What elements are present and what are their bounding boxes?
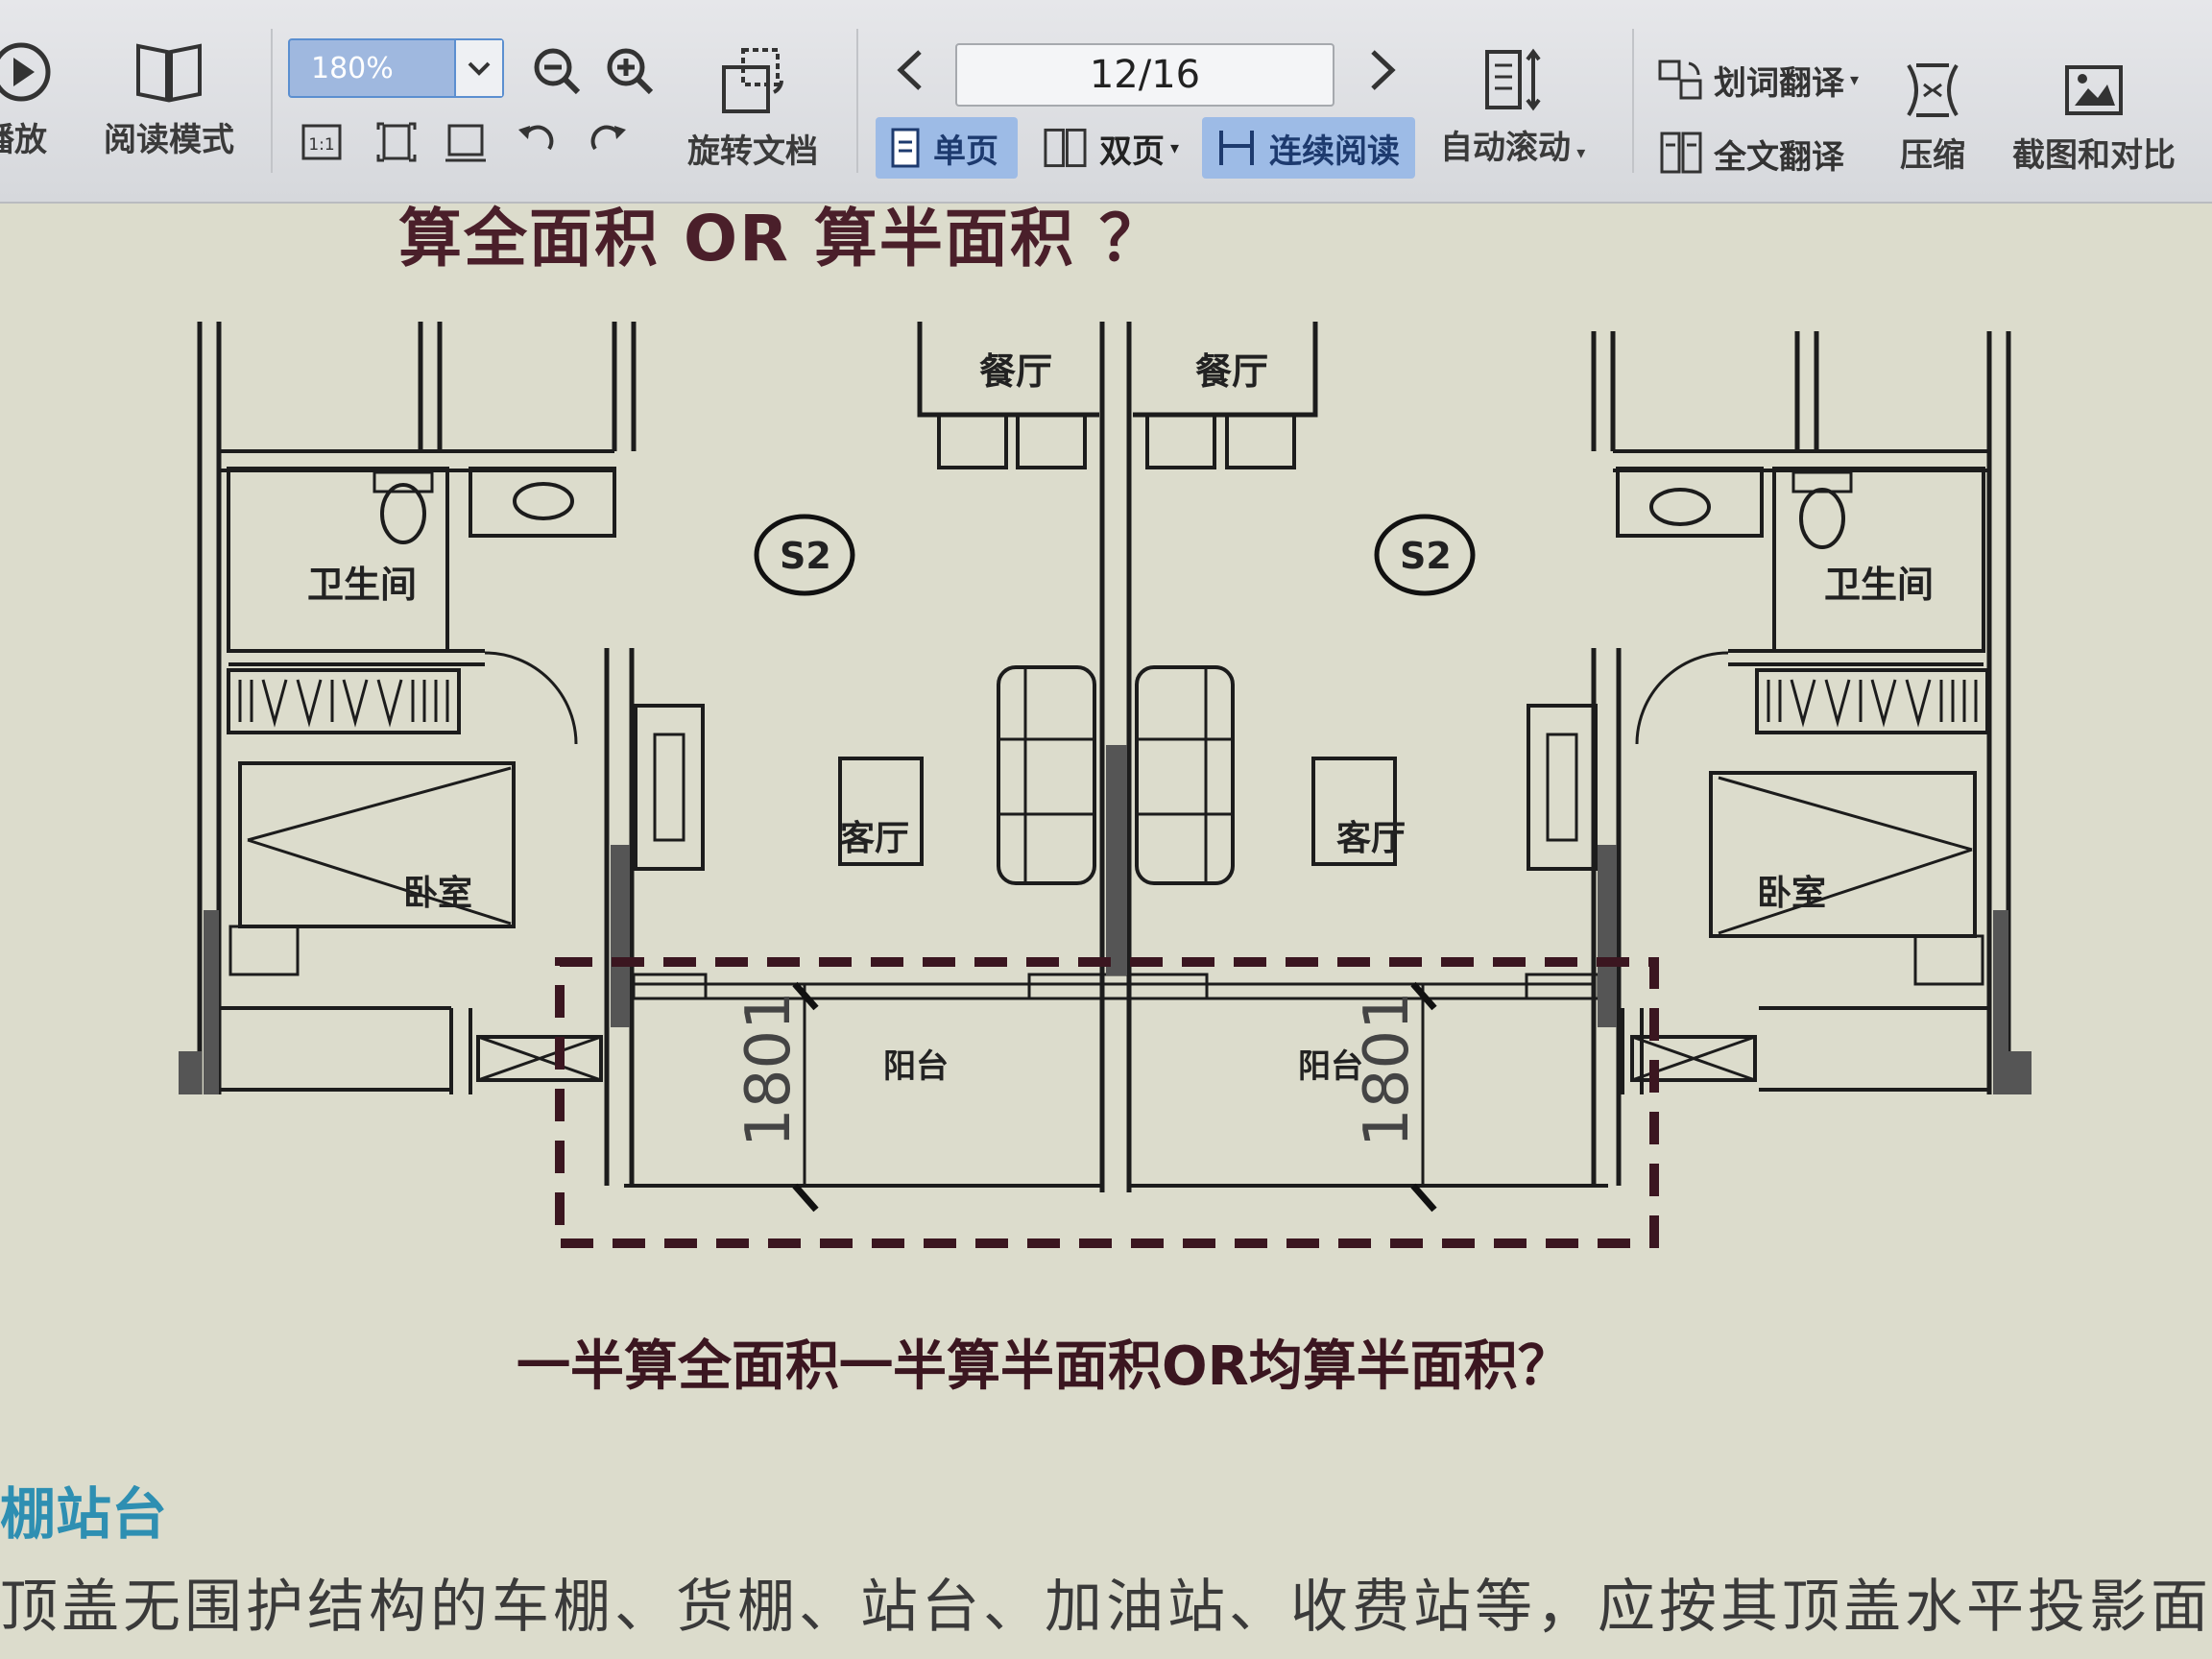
balcony-dimension-right: 1801 <box>1352 991 1423 1147</box>
dining-label-right: 餐厅 <box>1195 350 1268 393</box>
toolbar: 播放 阅读模式 180% 1:1 <box>0 0 2212 204</box>
toolbar-separator <box>271 29 273 173</box>
next-page-button[interactable] <box>1365 46 1400 107</box>
screenshot-icon <box>2065 65 2123 115</box>
unit-label-right: S2 <box>1400 535 1452 577</box>
figure-caption: 一半算全面积一半算半面积OR均算半面积？ <box>517 1335 1572 1398</box>
rotate-left-icon[interactable] <box>515 120 559 164</box>
single-page-icon <box>891 128 920 168</box>
body-paragraph: 顶盖无围护结构的车棚、货棚、站台、加油站、收费站等，应按其顶盖水平投影面积 <box>0 1574 2212 1641</box>
full-translate-label: 全文翻译 <box>1714 137 1844 177</box>
prev-page-button[interactable] <box>893 46 927 107</box>
auto-scroll-button[interactable]: 自动滚动 ▾ <box>1440 46 1585 168</box>
toolbar-separator <box>1632 29 1634 173</box>
chevron-left-icon <box>897 50 922 90</box>
bedroom-label-right: 卧室 <box>1757 874 1826 913</box>
balcony-label-left: 阳台 <box>883 1047 949 1086</box>
section-title: 棚站台 <box>0 1481 168 1547</box>
page-heading: 算全面积 OR 算半面积 ？ <box>398 202 1165 276</box>
toolbar-separator <box>856 29 858 173</box>
zoom-in-icon[interactable] <box>603 44 657 98</box>
zoom-select[interactable]: 180% <box>288 38 504 98</box>
dropdown-caret-icon: ▾ <box>1850 69 1860 90</box>
balcony-dimension-left: 1801 <box>733 991 805 1147</box>
translate-icon <box>1658 60 1702 100</box>
single-page-label: 单页 <box>933 132 998 171</box>
play-label: 播放 <box>0 121 47 159</box>
auto-scroll-label: 自动滚动 ▾ <box>1440 129 1586 167</box>
compress-button[interactable]: 压缩 <box>1899 60 1966 176</box>
bathroom-label-right: 卫生间 <box>1824 564 1934 606</box>
fit-width-icon[interactable] <box>444 120 488 164</box>
read-mode-button[interactable]: 阅读模式 <box>104 38 234 160</box>
compress-icon <box>1907 63 1959 117</box>
floor-plan: 餐厅 餐厅 S2 S2 卫生间 卫生间 客厅 客厅 卧室 卧室 阳台 阳台 18… <box>179 322 2032 1248</box>
page-number-input[interactable]: 12/16 <box>955 43 1334 107</box>
svg-text:1:1: 1:1 <box>308 135 334 155</box>
double-page-icon <box>1044 128 1087 168</box>
bedroom-label-left: 卧室 <box>403 874 472 913</box>
rotate-right-icon[interactable] <box>586 120 630 164</box>
dropdown-caret-icon: ▾ <box>1169 137 1179 158</box>
actual-size-icon[interactable]: 1:1 <box>300 120 344 164</box>
play-button[interactable]: 播放 <box>0 38 60 160</box>
zoom-out-icon[interactable] <box>530 44 584 98</box>
double-page-label: 双页 <box>1098 132 1165 171</box>
fit-page-icon[interactable] <box>374 120 419 164</box>
double-page-button[interactable]: 双页 ▾ <box>1029 117 1192 179</box>
word-translate-label: 划词翻译 <box>1714 63 1844 103</box>
continuous-reading-label: 连续阅读 <box>1269 132 1400 171</box>
auto-scroll-icon <box>1484 48 1541 111</box>
document-translate-icon <box>1660 132 1702 174</box>
compress-label: 压缩 <box>1900 136 1965 175</box>
living-room-label-left: 客厅 <box>840 819 909 858</box>
rotate-document-label: 旋转文档 <box>687 132 818 171</box>
page-indicator: 12/16 <box>1089 53 1201 97</box>
book-icon <box>136 43 202 103</box>
full-translate-button[interactable]: 全文翻译 <box>1656 130 1844 178</box>
unit-label-left: S2 <box>780 535 831 577</box>
zoom-value: 180% <box>311 51 394 85</box>
dining-label-left: 餐厅 <box>979 350 1052 393</box>
read-mode-label: 阅读模式 <box>104 121 234 159</box>
continuous-reading-icon <box>1219 131 1254 165</box>
screenshot-compare-label: 截图和对比 <box>2012 136 2176 175</box>
chevron-right-icon <box>1371 50 1396 90</box>
chevron-down-icon[interactable] <box>454 40 502 96</box>
balcony-label-right: 阳台 <box>1298 1047 1363 1086</box>
play-icon <box>0 42 51 102</box>
rotate-document-icon <box>722 48 783 113</box>
screenshot-compare-button[interactable]: 截图和对比 <box>2012 60 2176 176</box>
word-translate-button[interactable]: 划词翻译 ▾ <box>1656 56 1859 104</box>
single-page-button[interactable]: 单页 <box>876 117 1018 179</box>
living-room-label-right: 客厅 <box>1336 819 1406 858</box>
rotate-document-button[interactable]: 旋转文档 <box>687 44 818 172</box>
continuous-reading-button[interactable]: 连续阅读 <box>1202 117 1415 179</box>
bathroom-label-left: 卫生间 <box>307 564 417 606</box>
